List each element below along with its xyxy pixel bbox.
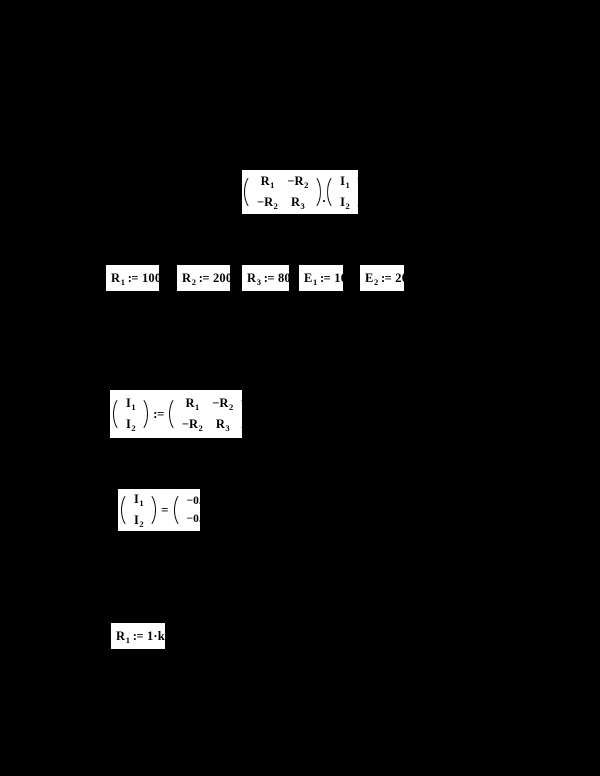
definition-e2[interactable]: E2 := 20	[360, 265, 404, 291]
right-paren-icon	[237, 394, 242, 434]
definition-r3[interactable]: R3 := 800	[242, 265, 289, 291]
left-paren-icon	[244, 172, 253, 212]
assign-operator: :=	[198, 270, 210, 285]
right-paren-icon	[139, 394, 148, 434]
right-paren-icon	[147, 490, 156, 530]
left-paren-icon	[121, 490, 130, 530]
result-region[interactable]: I1 I2 = −0.015 −0.013	[118, 489, 200, 531]
definition-e2-value: 20	[395, 270, 404, 285]
result-value-i1: −0.015	[186, 495, 200, 507]
assign-operator: :=	[263, 270, 275, 285]
definition-e2-expression: E2 := 20	[365, 271, 404, 286]
assign-operator: :=	[132, 628, 144, 643]
definition-r1-expression: R1 := 1000	[111, 271, 159, 286]
definition-r2-value: 2000	[212, 270, 230, 285]
equals-operator: =	[161, 502, 169, 517]
definition-r1-kilohm-expression: R1 := 1·kΩ	[116, 629, 165, 644]
definition-e1-expression: E1 := 10	[304, 271, 343, 286]
right-paren-icon	[312, 172, 321, 212]
assign-operator: :=	[127, 270, 139, 285]
left-paren-icon	[169, 394, 178, 434]
definition-e1-value: 10	[334, 270, 343, 285]
left-paren-icon	[327, 172, 336, 212]
left-paren-icon	[174, 490, 183, 530]
multiply-operator: ·	[321, 193, 327, 208]
right-paren-icon	[353, 172, 358, 212]
result-value-i2: −0.013	[186, 513, 200, 525]
result-value-vector: −0.015 −0.013	[183, 493, 200, 527]
assign-operator: :=	[320, 270, 331, 285]
definition-r3-expression: R3 := 800	[247, 271, 289, 286]
assign-operator: :=	[153, 406, 164, 421]
matrix-equation-expression: R1 −R2 −R2 R3 · I1 I2 = E1 E2	[244, 172, 358, 212]
solve-equation-expression: I1 I2 := R1 −R2 −R2 R3 − 1 · E1 E2	[113, 394, 242, 434]
definition-r2-expression: R2 := 2000	[182, 271, 230, 286]
definition-r3-value: 800	[277, 270, 289, 285]
assign-operator: :=	[381, 270, 392, 285]
result-expression: I1 I2 = −0.015 −0.013	[121, 490, 200, 530]
definition-e1[interactable]: E1 := 10	[299, 265, 343, 291]
left-paren-icon	[113, 394, 122, 434]
definition-r1-kilohm-value: 1·kΩ	[146, 628, 165, 643]
definition-r1[interactable]: R1 := 1000	[106, 265, 159, 291]
definition-r1-value: 1000	[141, 270, 159, 285]
solve-equation-region[interactable]: I1 I2 := R1 −R2 −R2 R3 − 1 · E1 E2	[110, 390, 242, 438]
matrix-equation-region[interactable]: R1 −R2 −R2 R3 · I1 I2 = E1 E2	[242, 170, 358, 214]
definition-r2[interactable]: R2 := 2000	[177, 265, 230, 291]
definition-r1-kilohm[interactable]: R1 := 1·kΩ	[111, 623, 165, 649]
